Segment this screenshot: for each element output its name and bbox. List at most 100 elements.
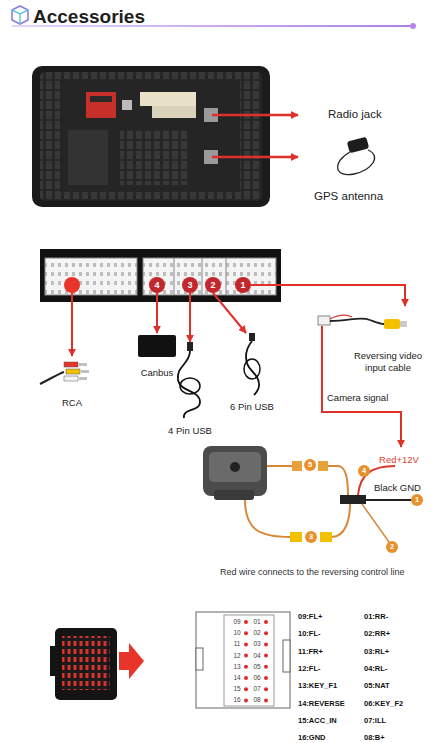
callout-circle [149, 277, 165, 293]
callout-circle [304, 459, 316, 471]
pin-assignment: 05:NAT [364, 682, 390, 690]
plug [320, 532, 332, 542]
pin-assignment: 16:GND [298, 734, 326, 742]
callout-circle [182, 277, 198, 293]
connector-pins [62, 636, 110, 690]
part-label: 4 Pin USB [168, 425, 212, 437]
pin-number: 02 [253, 630, 260, 637]
strip-back [40, 249, 281, 302]
head-unit [32, 66, 270, 207]
rca-plug [384, 319, 400, 329]
callout-number: 2 [390, 543, 394, 551]
callout-number: 5 [308, 461, 312, 469]
part-label: 6 Pin USB [230, 401, 274, 413]
video-connector [318, 316, 330, 325]
usb-plug [187, 342, 193, 351]
rca-plug [64, 376, 78, 381]
text-group: 2 [386, 541, 398, 553]
usb-cable-shape [160, 342, 220, 437]
text-group: 2 [205, 277, 221, 293]
pin-assignment: 08:B+ [364, 734, 385, 742]
callout-number: 4 [362, 467, 366, 475]
plug [290, 532, 302, 542]
usb-wire [178, 351, 200, 418]
cube-icon [12, 6, 28, 24]
callout-circle [305, 531, 317, 543]
wire-label: Red+12V [379, 455, 419, 465]
usb-wire-loop [244, 359, 260, 379]
pin-assignment: 07:ILL [364, 717, 386, 725]
pin-number: 11 [234, 641, 241, 648]
pin-number: 07 [253, 686, 260, 693]
pin-assignment: 10:FL- [298, 631, 321, 639]
pin-dot [244, 642, 248, 646]
part-label: Canbus [141, 367, 174, 379]
pin-dot [264, 631, 268, 635]
pin-assignment: 12:FL- [298, 665, 321, 673]
pin-number: 09 [233, 619, 240, 626]
video-cable: Reversing video input cable [340, 306, 436, 374]
wire-label: Black GND [374, 483, 421, 493]
canbus-box [138, 335, 176, 357]
pin-number: 15 [233, 686, 240, 693]
text-group: 4 Pin USB [168, 425, 212, 437]
wire-callout: 5 [304, 459, 316, 471]
pin-assignment: 01:RR- [364, 613, 388, 621]
usb-cable: 6 Pin USB [222, 333, 282, 413]
antenna-cable [338, 150, 375, 175]
rca-cable [40, 362, 89, 384]
harness-socket [140, 92, 196, 106]
pin-number: 13 [233, 664, 240, 671]
heat-sink [68, 130, 108, 185]
callout-number: 1 [415, 496, 419, 504]
camera-face [209, 452, 261, 482]
pin-dot [244, 620, 248, 624]
pin-assignment: 06:KEY_F2 [364, 700, 403, 708]
part-label: GPS antenna [314, 191, 383, 203]
plug [318, 461, 328, 471]
wire-junction [340, 495, 366, 504]
harness-connector [50, 628, 144, 700]
wire-callout: 2 [386, 541, 398, 553]
text-group: 1 [411, 494, 423, 506]
usb-cable-shape [222, 333, 282, 413]
pin-number: 14 [233, 675, 240, 682]
pin-dot [264, 676, 268, 680]
pin-number: 06 [253, 675, 260, 682]
signal-leader [322, 326, 401, 447]
pin-dot [264, 620, 268, 624]
usb-wire [246, 341, 259, 395]
part-label: Radio jack [328, 109, 382, 121]
rca-tip [79, 363, 87, 366]
power-wire [330, 315, 352, 319]
pin-dot [264, 665, 268, 669]
text-group: 5 [304, 459, 316, 471]
pin-number: 10 [233, 630, 240, 637]
pointer-arrow [119, 643, 144, 679]
rca-plug [66, 369, 80, 374]
pin-table [196, 612, 290, 708]
wire-callout: 3 [305, 531, 317, 543]
leader-arrow [156, 293, 158, 333]
pin-assignment: 15:ACC_IN [298, 717, 337, 725]
control-wire [362, 504, 389, 542]
pin-assignment: 13:KEY_F1 [298, 682, 337, 690]
leader-arrow [212, 156, 298, 159]
camera-lens [230, 462, 240, 472]
part-label: RCA [62, 398, 82, 408]
callout-number: 4 [154, 281, 159, 290]
usb-wire-loop [180, 378, 200, 394]
wire [328, 466, 348, 495]
callout-number: 3 [187, 281, 192, 290]
canbus-module: Canbus [132, 333, 182, 379]
camera-mount [214, 490, 254, 500]
pin-dot [264, 642, 268, 646]
video-wire [330, 318, 384, 324]
pin-table-notch [283, 640, 290, 672]
pin-assignment: 14:REVERSE [298, 700, 345, 708]
rca-tip [81, 370, 89, 373]
socket [143, 258, 276, 295]
page-title: Accessories [33, 7, 145, 26]
callout-circle [235, 277, 251, 293]
